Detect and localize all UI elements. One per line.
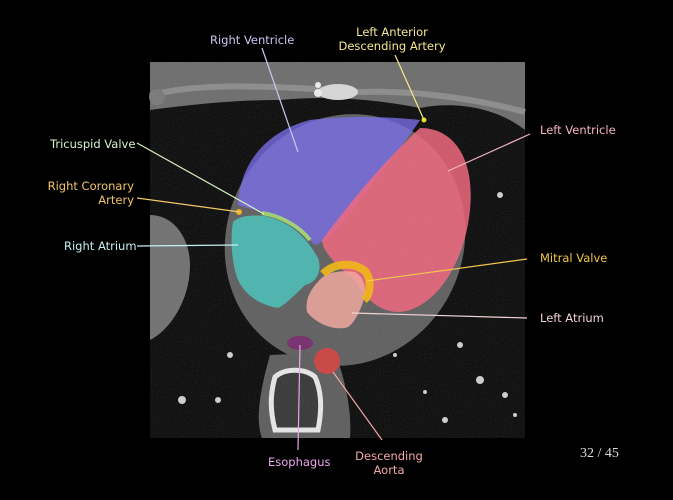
left-ventricle-leader xyxy=(447,133,531,172)
label-tricuspid-valve: Tricuspid Valve xyxy=(50,137,136,151)
segmentation-overlays xyxy=(231,116,471,374)
esophagus-leader xyxy=(297,344,301,451)
label-lad: Left Anterior Descending Artery xyxy=(336,25,448,53)
tricuspid-valve-leader xyxy=(136,142,265,215)
lad-leader xyxy=(394,54,425,121)
label-rca-line2: Artery xyxy=(98,193,134,207)
mitral-valve-region xyxy=(320,260,374,304)
label-left-ventricle: Left Ventricle xyxy=(540,123,616,137)
label-aorta-line2: Aorta xyxy=(373,463,405,477)
label-aorta: Descending Aorta xyxy=(349,449,429,477)
label-right-atrium: Right Atrium xyxy=(64,239,137,253)
label-aorta-line1: Descending xyxy=(355,449,423,463)
right-ventricle-leader xyxy=(261,47,299,153)
label-left-atrium: Left Atrium xyxy=(540,311,604,325)
left-atrium-region xyxy=(306,271,366,329)
esophagus-region xyxy=(287,336,313,350)
left-atrium-leader xyxy=(351,312,528,319)
page-counter: 32 / 45 xyxy=(580,446,619,461)
rca-leader xyxy=(136,197,241,213)
label-mitral-valve: Mitral Valve xyxy=(540,251,608,265)
tricuspid-valve-region xyxy=(261,211,312,242)
label-esophagus: Esophagus xyxy=(268,455,331,469)
aorta-region xyxy=(314,348,340,374)
mitral-valve-leader xyxy=(366,258,528,282)
label-lad-line2: Descending Artery xyxy=(338,39,446,53)
label-rca: Right Coronary Artery xyxy=(34,179,134,207)
leader-lines xyxy=(136,47,531,451)
right-atrium-region xyxy=(231,215,320,308)
aorta-leader xyxy=(332,371,383,441)
right-ventricle-region xyxy=(238,116,420,245)
label-right-ventricle: Right Ventricle xyxy=(210,33,295,47)
right-atrium-leader xyxy=(136,244,239,247)
label-rca-line1: Right Coronary xyxy=(47,179,134,193)
label-lad-line1: Left Anterior xyxy=(356,25,428,39)
